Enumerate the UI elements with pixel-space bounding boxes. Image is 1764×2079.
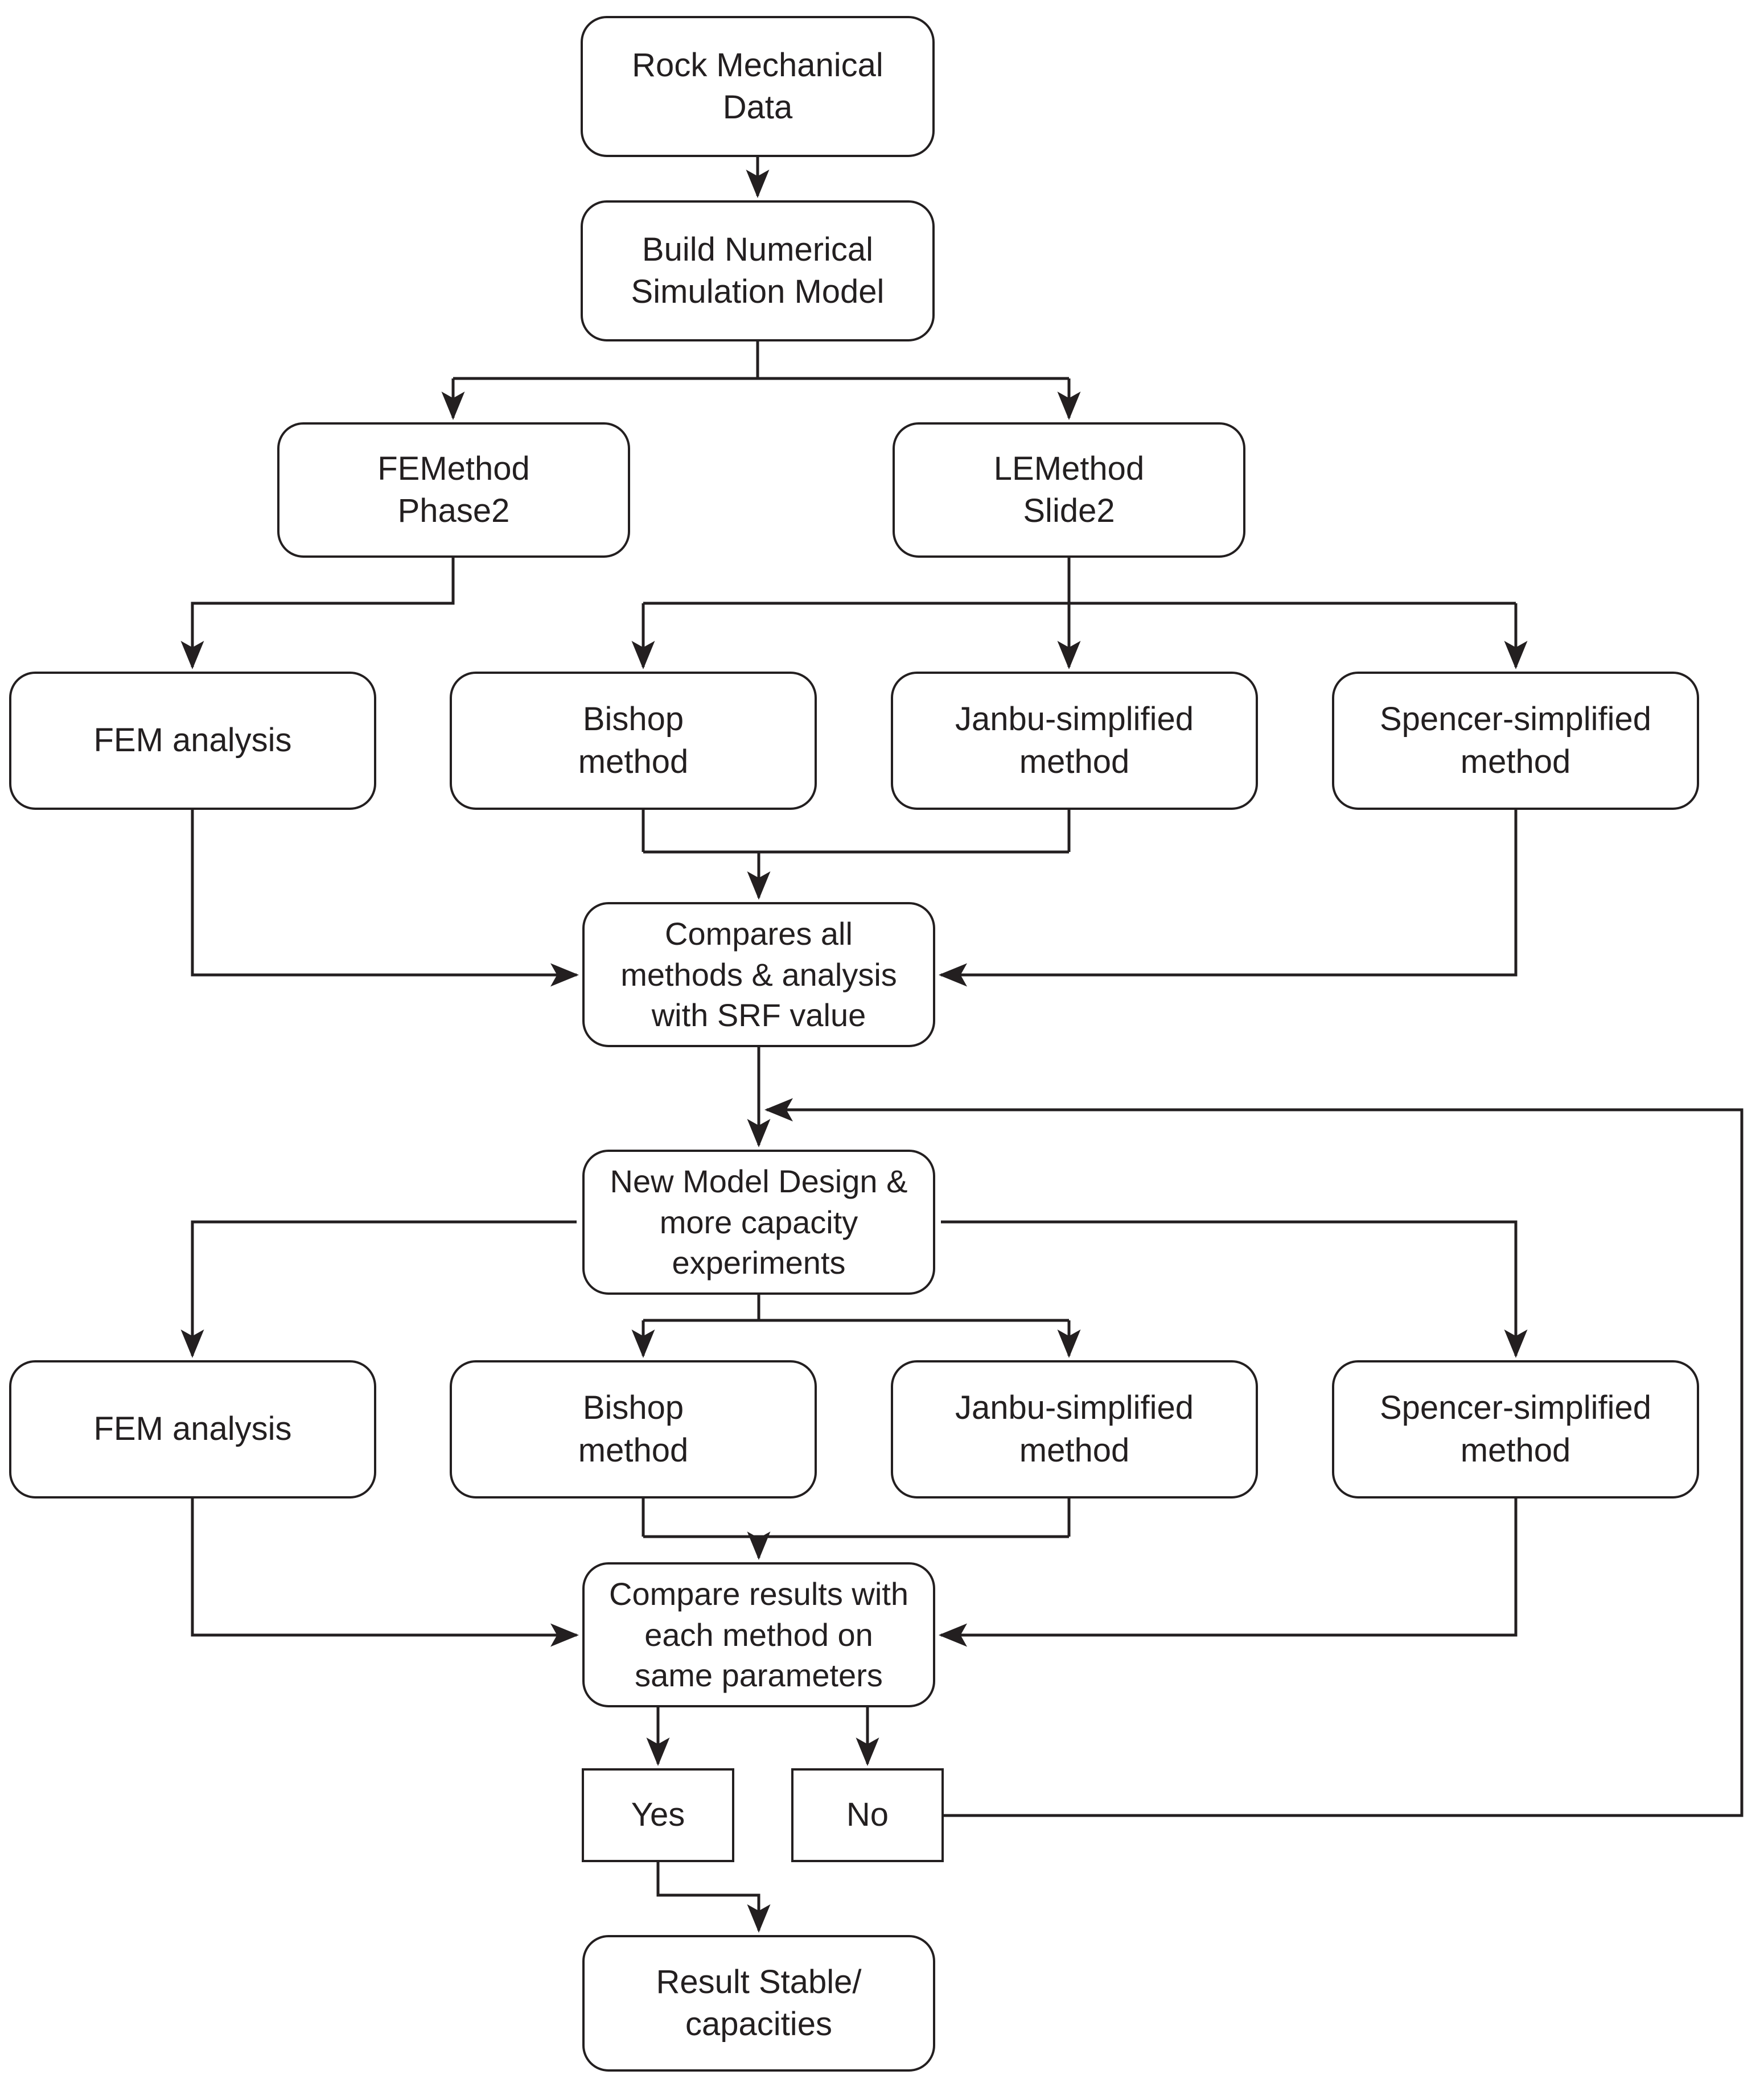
node-label: Compare results with each method on same… xyxy=(609,1575,908,1694)
node-label: FEM analysis xyxy=(93,722,292,759)
node-label: Rock Mechanical Data xyxy=(632,46,883,126)
edge-buildmodel-split xyxy=(453,341,1069,380)
node-label: Compares all methods & analysis with SRF… xyxy=(620,915,897,1034)
edge-spencer2-comparemethods xyxy=(938,1498,1518,1647)
node-fem-analysis-2[interactable]: FEM analysis xyxy=(9,1360,376,1498)
node-label: New Model Design & more capacity experim… xyxy=(610,1163,908,1281)
node-fem-analysis-1[interactable]: FEM analysis xyxy=(9,672,376,810)
node-bishop-method-1[interactable]: Bishop method xyxy=(450,672,817,810)
node-new-model-design[interactable]: New Model Design & more capacity experim… xyxy=(582,1150,935,1295)
node-label: No xyxy=(846,1796,889,1834)
node-spencer-simplified-method-2[interactable]: Spencer-simplified method xyxy=(1332,1360,1699,1498)
node-yes[interactable]: Yes xyxy=(582,1768,734,1862)
node-janbu-simplified-method-2[interactable]: Janbu-simplified method xyxy=(891,1360,1258,1498)
node-label: Spencer-simplified method xyxy=(1379,1389,1652,1469)
node-label: FEMethod Phase2 xyxy=(377,450,530,529)
edge-newmodel-split xyxy=(643,1295,1069,1322)
node-label: Janbu-simplified method xyxy=(955,1389,1194,1469)
node-label: Build Numerical Simulation Model xyxy=(631,230,885,310)
node-spencer-simplified-method-1[interactable]: Spencer-simplified method xyxy=(1332,672,1699,810)
node-bishop-method-2[interactable]: Bishop method xyxy=(450,1360,817,1498)
node-result-stable-capacities[interactable]: Result Stable/ capacities xyxy=(582,1935,935,2072)
edge-newmodel-spencer2 xyxy=(941,1220,1528,1358)
edge-fem1-comparesrf xyxy=(191,810,579,987)
node-compares-all-methods-srf[interactable]: Compares all methods & analysis with SRF… xyxy=(582,902,935,1047)
node-build-numerical-simulation-model[interactable]: Build Numerical Simulation Model xyxy=(581,200,935,341)
node-label: Result Stable/ capacities xyxy=(656,1963,862,2043)
edge-yes-result xyxy=(656,1862,771,1933)
node-label: Bishop method xyxy=(578,1389,689,1469)
node-compare-results-same-parameters[interactable]: Compare results with each method on same… xyxy=(582,1562,935,1707)
node-label: Yes xyxy=(631,1796,685,1834)
node-label: Spencer-simplified method xyxy=(1379,701,1652,780)
edge-no-feedback-rail xyxy=(764,1098,1744,1817)
node-label: LEMethod Slide2 xyxy=(993,450,1145,529)
node-label: Janbu-simplified method xyxy=(955,701,1194,780)
node-femethod-phase2[interactable]: FEMethod Phase2 xyxy=(277,422,630,558)
edge-newmodel-fem2 xyxy=(180,1220,577,1358)
edge-spencer1-comparesrf xyxy=(938,810,1518,987)
node-rock-mechanical-data[interactable]: Rock Mechanical Data xyxy=(581,16,935,157)
edge-femethod-fem1 xyxy=(180,558,455,670)
node-lemethod-slide2[interactable]: LEMethod Slide2 xyxy=(893,422,1245,558)
node-no[interactable]: No xyxy=(791,1768,944,1862)
node-label: Bishop method xyxy=(578,701,689,780)
edge-fem2-comparemethods xyxy=(191,1498,579,1647)
node-label: FEM analysis xyxy=(93,1410,292,1448)
node-janbu-simplified-method-1[interactable]: Janbu-simplified method xyxy=(891,672,1258,810)
